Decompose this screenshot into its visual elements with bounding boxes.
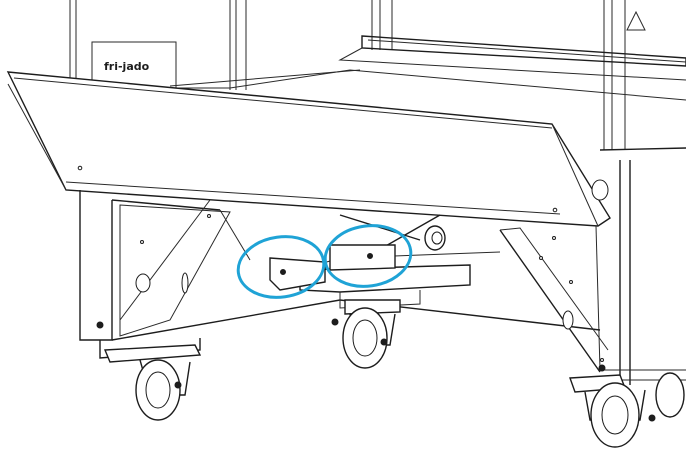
under-frame [79, 190, 609, 373]
warning-triangle-icon [626, 10, 646, 31]
front-shelf-panel [6, 71, 611, 227]
brand-logo: fri-jado [104, 60, 150, 73]
right-cabinet-body [580, 147, 686, 385]
upper-cabinet: fri-jado [69, 0, 686, 150]
right-bracket-highlight [323, 224, 413, 288]
caster-left [96, 321, 202, 421]
caster-right [569, 364, 685, 448]
left-bracket-highlight [236, 235, 326, 299]
mounting-brackets [269, 244, 396, 291]
caster-center [331, 299, 401, 369]
